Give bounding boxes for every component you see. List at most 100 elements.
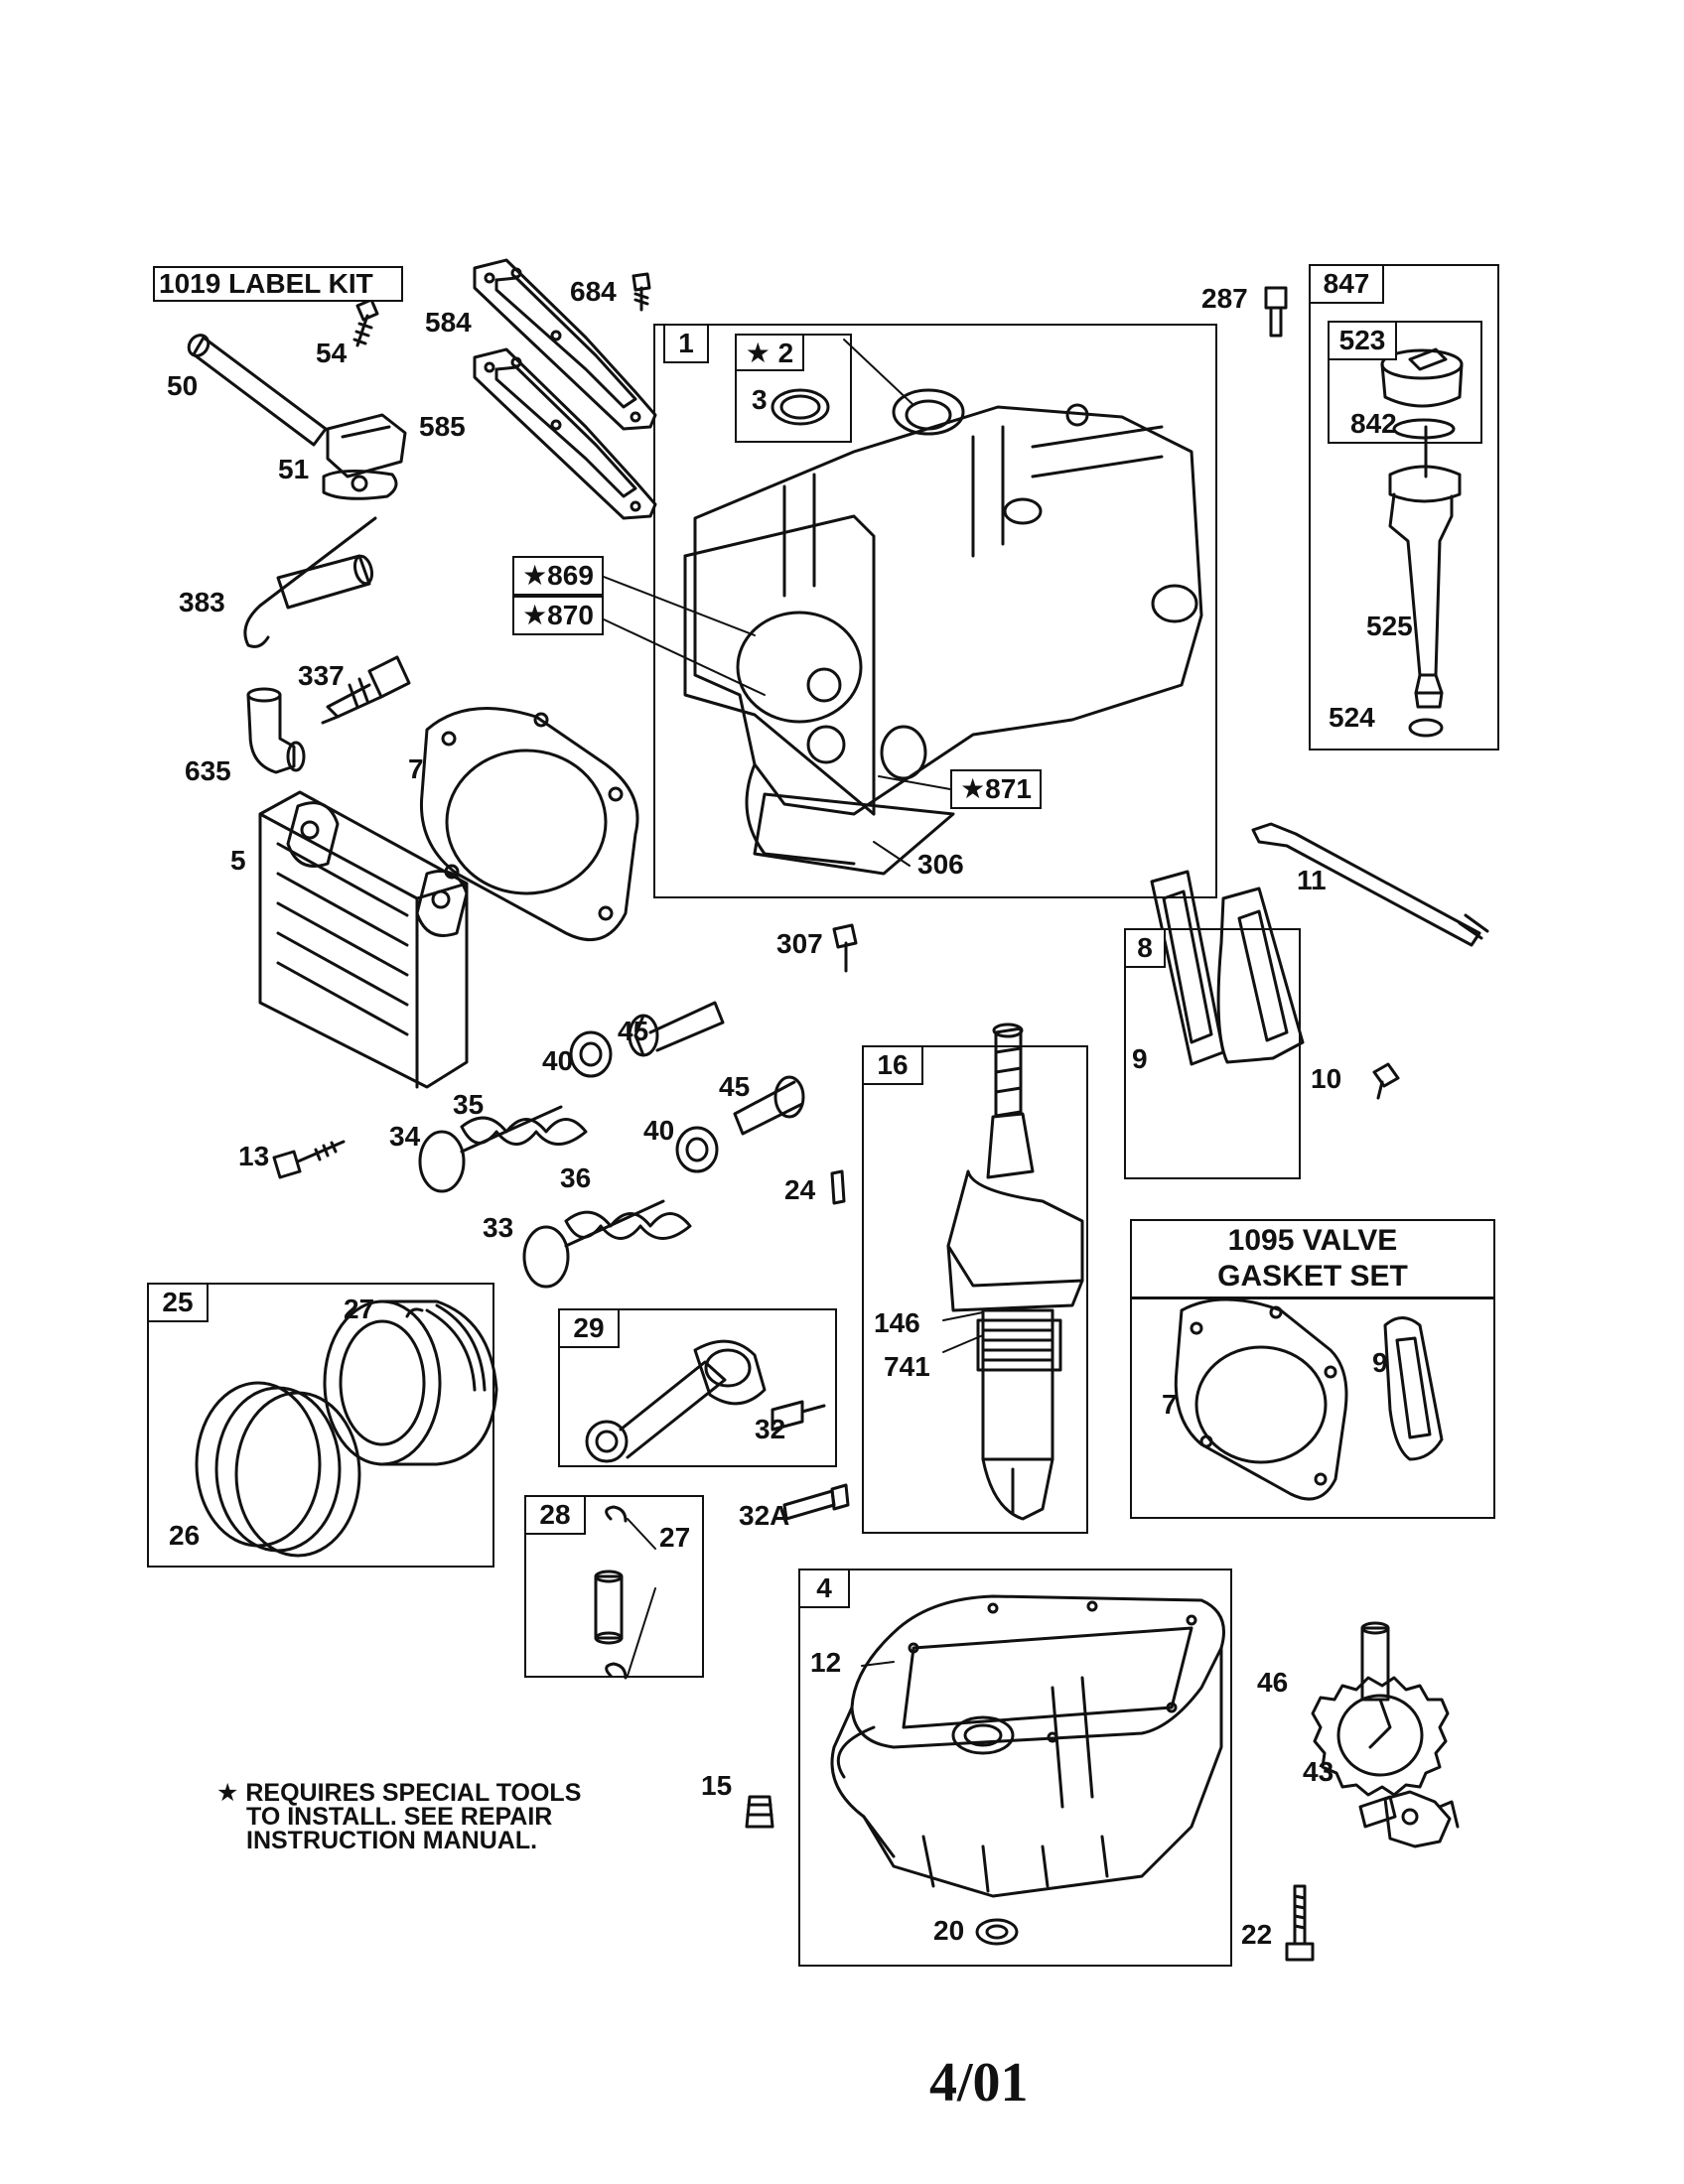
kit-label-16: 16 [862,1045,923,1085]
label-kit-title: 1019 LABEL KIT [153,266,403,302]
part-label-3: 3 [752,384,768,415]
kit-label-25: 25 [147,1283,209,1322]
pin-clip-a-part [605,1505,628,1523]
spark-plug-part [321,655,411,725]
valve-gasket-set-head-gasket-part [1174,1297,1348,1501]
drain-plug-15-part [745,1795,774,1829]
revision-date: 4/01 [929,2052,1029,2114]
sump-bolt-part [1285,1884,1315,1962]
head-bolt-part [272,1140,346,1179]
part-label-5: 5 [230,845,246,876]
valve-retainer-b-part [675,1126,719,1173]
part-label-36: 36 [560,1162,592,1193]
part-label-34: 34 [389,1121,421,1152]
part-label-20: 20 [933,1915,965,1946]
part-label-684: 684 [570,276,617,307]
gasket-584-part [473,258,657,431]
part-label-46: 46 [1257,1667,1289,1698]
oil-fill-tube-part [1388,425,1462,709]
part-label-525: 525 [1366,611,1413,641]
part-label-7-gasket-set: 7 [1162,1389,1178,1420]
exhaust-valve-b-part [733,1075,805,1136]
seal-ring-part [771,388,830,426]
part-label-585: 585 [419,411,466,442]
part-label-45-a: 45 [618,1016,649,1046]
pin-clip-b-part [605,1662,628,1680]
valve-spring-35-part [418,1105,588,1193]
kit-label-847: 847 [1309,264,1384,304]
kit-label-1: 1 [663,324,709,363]
screw-684-part [632,272,651,312]
screw-307-part [832,923,858,973]
part-label-383: 383 [179,587,225,617]
bolt-287-part [1264,286,1288,338]
intake-valve-part [628,1001,725,1057]
block-kit-frame [653,324,1217,898]
dipstick-kit-frame [1328,321,1482,444]
kit-label-2: ★ 2 [735,334,804,371]
part-label-524: 524 [1329,702,1375,733]
part-label-9-gasket-set: 9 [1372,1347,1388,1378]
rod-bolt-part [771,1400,826,1432]
valve-gasket-set-breather-gasket-part [1383,1316,1444,1461]
screw-54-part [352,298,379,347]
camshaft-gear-part [1311,1621,1450,1797]
part-label-287: 287 [1201,283,1248,314]
part-label-22: 22 [1241,1919,1273,1950]
crankshaft-part [946,1023,1084,1521]
piston-pin-clip-part [405,1307,424,1318]
tube-o-ring-part [1408,718,1444,738]
valve-retainer-a-part [569,1030,613,1078]
governor-rod-part [243,516,377,648]
part-label-337: 337 [298,660,345,691]
leader-lines [603,339,951,867]
part-label-15: 15 [701,1770,733,1801]
dipstick-o-ring-part [1392,418,1456,440]
part-label-146: 146 [874,1307,920,1338]
spark-plug-boot-part [246,687,306,774]
part-label-7-head: 7 [408,753,424,784]
cylinder-block-part [683,388,1203,876]
part-label-40-b: 40 [643,1115,675,1146]
valve-gasket-set-title: 1095 VALVE GASKET SET [1130,1223,1495,1295]
part-label-306: 306 [917,849,964,880]
screw-10-part [1372,1062,1400,1100]
part-label-45-b: 45 [719,1071,751,1102]
kit-label-28: 28 [524,1495,586,1535]
rod-kit-frame [558,1308,837,1467]
part-label-32: 32 [755,1414,786,1444]
piston-pin-part [594,1570,624,1645]
part-label-869: ★869 [512,556,604,596]
part-label-43: 43 [1303,1756,1334,1787]
sump-part [830,1594,1225,1898]
part-label-27-pin: 27 [659,1522,691,1553]
breather-cover-part [322,413,407,500]
part-label-9-breather: 9 [1132,1043,1148,1074]
breather-tube-part [187,334,328,447]
head-gasket-part [419,707,639,942]
breather-kit-frame [1124,928,1301,1179]
special-tools-note-line3: INSTRUCTION MANUAL. [246,1827,538,1854]
valve-gasket-set-divider [1130,1297,1495,1299]
part-label-51: 51 [278,454,310,484]
part-label-54: 54 [316,338,348,368]
part-label-870: ★870 [512,596,604,635]
part-label-11: 11 [1297,865,1327,895]
cylinder-head-part [258,790,469,1089]
kit-label-8: 8 [1124,928,1166,968]
sump-kit-frame [798,1569,1232,1967]
part-label-13: 13 [238,1141,270,1171]
special-tools-note-line1: ★ REQUIRES SPECIAL TOOLS [216,1779,582,1807]
piston-rings-part [195,1381,361,1558]
part-label-35: 35 [453,1089,485,1120]
valve-gasket-set-title-line1: 1095 VALVE [1227,1224,1398,1257]
part-label-741: 741 [884,1351,930,1382]
part-label-33: 33 [483,1212,514,1243]
part-label-50: 50 [167,370,199,401]
kit-label-523: 523 [1328,321,1397,360]
special-tools-note: ★ REQUIRES SPECIAL TOOLS TO INSTALL. SEE… [216,1779,582,1854]
valve-key-24-part [830,1169,846,1205]
kit-label-29: 29 [558,1308,620,1348]
